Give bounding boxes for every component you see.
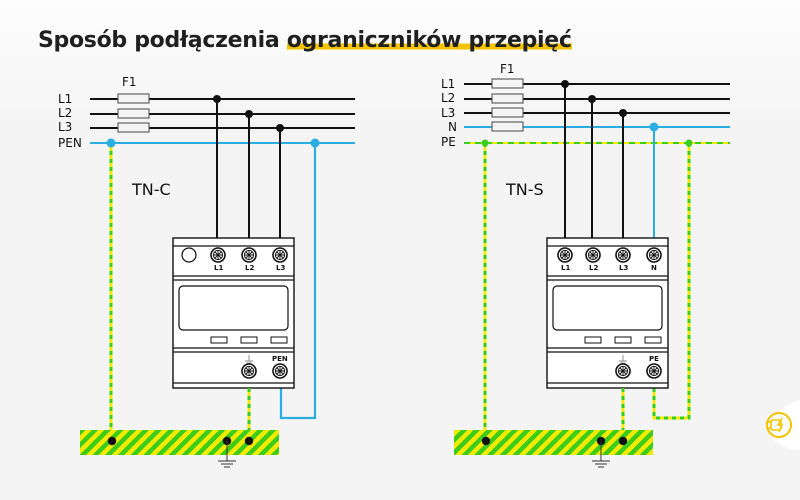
- junction-l3: [619, 109, 627, 117]
- ground-bar-bolt: [244, 436, 254, 446]
- fuse-l1: [491, 78, 524, 89]
- bus-label-pe: PE: [441, 135, 456, 149]
- screw-terminal-icon: [210, 247, 226, 263]
- header-background: [0, 0, 800, 130]
- terminal-label-pe: PE: [649, 355, 659, 363]
- ground-terminal-icon: [619, 355, 627, 364]
- junction-n: [649, 122, 659, 132]
- terminal-label-l1: L1: [214, 264, 223, 272]
- bus-label-l3: L3: [441, 106, 455, 120]
- terminal-label-l1: L1: [561, 264, 570, 272]
- screw-terminal-icon: [585, 247, 601, 263]
- fuse-n: [491, 121, 524, 132]
- junction-pen-left: [106, 138, 116, 148]
- title-highlight: ograniczników przepięć: [286, 28, 572, 53]
- bus-label-l2: L2: [441, 91, 455, 105]
- title-prefix: Sposób podłączenia: [38, 28, 287, 53]
- screw-terminal-icon: [557, 247, 573, 263]
- fuse-l2: [491, 93, 524, 104]
- screw-terminal-icon: [646, 247, 662, 263]
- ground-bar-bolt: [481, 436, 491, 446]
- earth-ground-icon: [218, 441, 236, 468]
- bus-label-l1: L1: [441, 77, 455, 91]
- terminal-label-l3: L3: [619, 264, 628, 272]
- indicator-light: [181, 247, 197, 263]
- page-title: Sposób podłączenia ograniczników przepię…: [38, 28, 572, 53]
- junction-l2: [245, 110, 253, 118]
- surge-arrester-tn-c: L1 L2 L3 PEN: [172, 237, 295, 389]
- junction-pen-right: [310, 138, 320, 148]
- screw-terminal-icon: [615, 363, 631, 379]
- screw-terminal-icon: [272, 363, 288, 379]
- junction-l1: [561, 80, 569, 88]
- earth-ground-icon: [592, 441, 610, 468]
- ground-bar-bolt: [107, 436, 117, 446]
- surge-arrester-tn-s: L1 L2 L3 N PE: [546, 237, 669, 389]
- wire-pen-device: [279, 143, 317, 420]
- diagram-tn-c: F1 L1 L2 L3 PEN: [58, 75, 355, 468]
- system-label-tn-s: TN-S: [505, 180, 544, 199]
- terminal-label-l2: L2: [245, 264, 254, 272]
- bus-label-l1: L1: [58, 92, 72, 106]
- bus-label-n: N: [448, 120, 457, 134]
- bus-label-pen: PEN: [58, 136, 82, 150]
- junction-l1: [213, 95, 221, 103]
- fuse-label: F1: [122, 75, 137, 89]
- fuse-label: F1: [500, 62, 515, 76]
- fuse-l2: [117, 108, 150, 119]
- bus-label-l2: L2: [58, 106, 72, 120]
- ground-terminal-icon: [245, 355, 253, 364]
- junction-l3: [276, 124, 284, 132]
- diagram-tn-s: F1 L1 L2 L3 N PE: [441, 62, 730, 468]
- terminal-label-l3: L3: [276, 264, 285, 272]
- junction-pe-right: [685, 139, 693, 147]
- junction-l2: [588, 95, 596, 103]
- screw-terminal-icon: [241, 363, 257, 379]
- plug-lightning-icon: [766, 400, 800, 450]
- terminal-label-n: N: [651, 264, 657, 272]
- fuse-l3: [117, 122, 150, 133]
- terminal-label-l2: L2: [589, 264, 598, 272]
- ground-bar-bolt: [618, 436, 628, 446]
- fuse-l1: [117, 93, 150, 104]
- fuse-l3: [491, 107, 524, 118]
- system-label-tn-c: TN-C: [131, 180, 171, 199]
- screw-terminal-icon: [241, 247, 257, 263]
- junction-pe-left: [481, 139, 489, 147]
- screw-terminal-icon: [615, 247, 631, 263]
- terminal-label-pen: PEN: [272, 355, 288, 363]
- screw-terminal-icon: [646, 363, 662, 379]
- screw-terminal-icon: [272, 247, 288, 263]
- bus-label-l3: L3: [58, 120, 72, 134]
